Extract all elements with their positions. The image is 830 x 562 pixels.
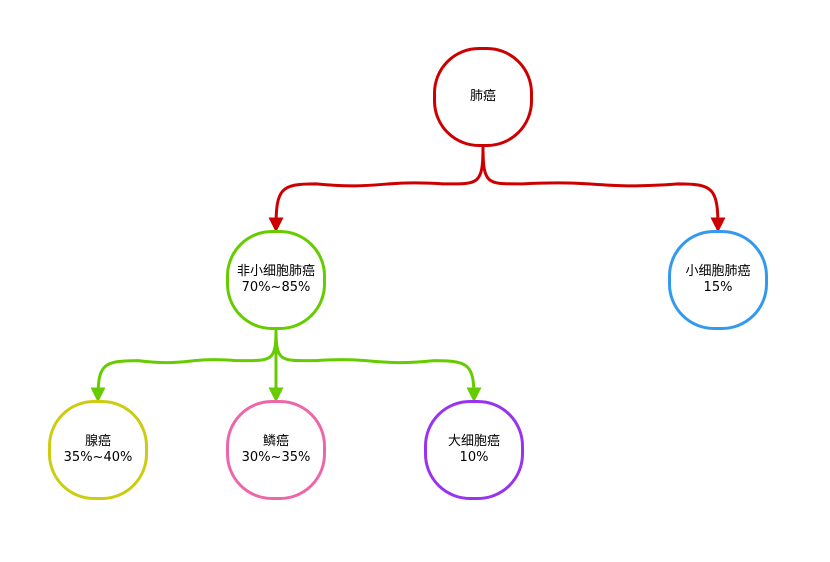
node-large-value: 10% <box>459 450 489 465</box>
node-squam-label: 鳞癌 <box>262 434 289 449</box>
node-adeno-label: 腺癌 <box>84 434 111 449</box>
node-non-small-cell-lung-cancer: 非小细胞肺癌 70%~85% <box>226 230 326 330</box>
node-adenocarcinoma: 腺癌 35%~40% <box>48 400 148 500</box>
node-squam-value: 30%~35% <box>241 450 311 465</box>
edge-nsclc-to-adeno <box>90 329 278 403</box>
node-small-cell-lung-cancer: 小细胞肺癌 15% <box>668 230 768 330</box>
node-nsclc-value: 70%~85% <box>241 280 311 295</box>
node-sclc-value: 15% <box>703 280 733 295</box>
node-large-label: 大细胞癌 <box>447 434 500 449</box>
node-nsclc-label: 非小细胞肺癌 <box>236 264 315 279</box>
node-lung-cancer: 肺癌 <box>433 47 533 147</box>
node-large-cell-carcinoma: 大细胞癌 10% <box>424 400 524 500</box>
edge-nsclc-to-large <box>274 329 482 403</box>
edge-root-to-nsclc <box>268 146 485 233</box>
node-adeno-value: 35%~40% <box>63 450 133 465</box>
edge-root-to-sclc <box>481 146 726 233</box>
node-lung-cancer-label: 肺癌 <box>469 89 496 104</box>
node-sclc-label: 小细胞肺癌 <box>685 264 751 279</box>
node-squamous-carcinoma: 鳞癌 30%~35% <box>226 400 326 500</box>
